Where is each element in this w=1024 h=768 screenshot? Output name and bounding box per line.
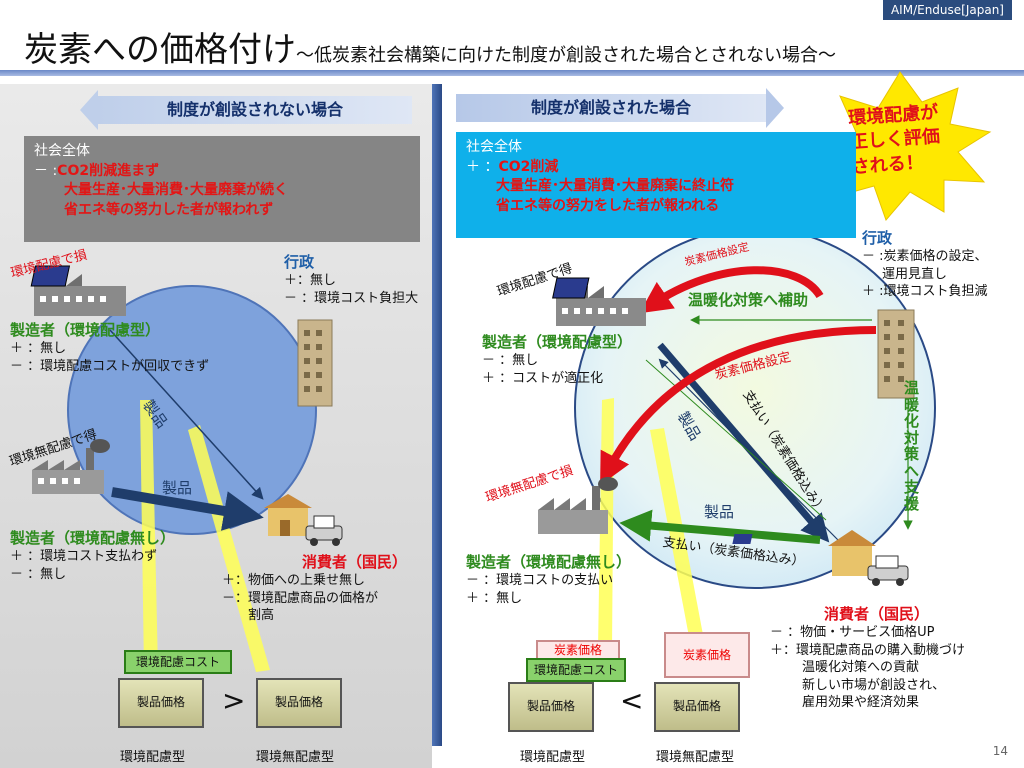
right-red-arrow-top [639,266,824,314]
right-consumer-block: 消費者（国民） － ：物価・サービス価格UP ＋：環境配慮商品の購入動機づけ 温… [770,604,965,712]
right-society-line3: 大量生産･大量消費･大量廃棄に終止符 [496,178,734,195]
right-maker-eco-line2: ＋ ：コストが適正化 [482,370,604,386]
left-circle [67,285,317,535]
left-maker-eco-block: 製造者（環境配慮型） ＋ ：無し － ：環境配慮コストが回収できず [10,320,209,375]
right-gov-line3: ＋ :環境コスト負担減 [862,284,988,300]
right-gov-building-icon [877,309,915,399]
left-gov-building-icon [297,319,333,407]
right-society-box: 社会全体 ＋ ：CO2削減 大量生産･大量消費･大量廃棄に終止符 省エネ等の努力… [456,132,856,238]
right-price-box-2: 製品価格 [654,682,740,732]
right-caption-2: 環境無配慮型 [656,750,735,765]
right-society-co2: CO2削減 [498,158,559,175]
left-product-label-2: 製品 [162,479,193,497]
title-sub: ～低炭素社会構築に向けた制度が創設された場合とされない場合～ [296,45,836,66]
left-society-prefix: － : [34,162,58,179]
left-maker-eco-line1: ＋ ：無し [10,341,67,357]
right-red-arrow-mid [600,326,877,486]
right-subsidy-label: 温暖化対策へ補助 [688,291,809,309]
right-product-label-2: 製品 [704,503,735,521]
left-maker-noeco-title: 製造者（環境配慮無し） [10,529,176,547]
left-consumer-house-icon [264,494,312,536]
right-consumer-line2: ＋：環境配慮商品の購入動機づけ [770,642,966,658]
right-society-line4: 省エネ等の努力をした者が報われる [496,197,720,214]
left-consumer-line3: 割高 [248,608,275,624]
right-carbon-small-box: 炭素価格 [536,640,620,660]
right-noeco-factory-icon [538,477,618,534]
left-price-box-2: 製品価格 [256,678,342,728]
left-consumer-block: 消費者（国民） ＋：物価への上乗せ無し －：環境配慮商品の価格が 割高 [222,552,407,625]
left-noeco-factory-icon [32,439,110,494]
left-maker-noeco-line2: － ：無し [10,566,67,582]
left-header-label: 制度が創設されない場合 [98,96,412,124]
left-consumer-title: 消費者（国民） [302,553,408,571]
right-thin-navy-arrow [658,358,839,541]
left-maker-noeco-block: 製造者（環境配慮無し） ＋ ：環境コスト支払わず － ：無し [10,528,175,583]
left-caption-2: 環境無配慮型 [256,750,335,765]
right-consumer-house-icon [732,530,876,576]
right-gov-block: 行政 － :炭素価格の設定、 運用見直し ＋ :環境コスト負担減 [862,228,988,301]
left-caption-1: 環境配慮型 [120,750,186,765]
right-carbon-big-box: 炭素価格 [664,632,750,678]
right-society-prefix: ＋ ： [466,158,499,175]
right-header-label: 制度が創設された場合 [456,94,766,122]
left-eco-factory-icon [30,265,126,316]
left-maker-noeco-line1: ＋ ：環境コスト支払わず [10,549,158,565]
right-caption-1: 環境配慮型 [520,750,586,765]
title-main: 炭素への価格付け [24,30,296,70]
left-cost-label: 環境配慮コスト [124,650,232,674]
left-society-title: 社会全体 [34,143,90,159]
right-gov-title: 行政 [862,229,893,247]
left-beam-1 [140,400,158,670]
starburst-shape [816,71,992,221]
right-beam-2 [650,428,704,642]
right-gov-line2: 運用見直し [882,266,948,282]
right-gov-support-label: 温暖化対策へ支援 [904,379,920,513]
left-society-line3: 大量生産･大量消費･大量廃棄が続く [64,182,288,199]
right-maker-noeco-block: 製造者（環境配慮無し） － ：環境コストの支払い ＋ ：無し [466,552,631,607]
slide-title: 炭素への価格付け～低炭素社会構築に向けた制度が創設された場合とされない場合～ [24,22,836,71]
right-consumer-car-icon [867,555,909,586]
right-consumer-line5: 雇用効果や経済効果 [802,695,920,711]
right-society-title: 社会全体 [466,139,522,155]
right-maker-eco-line1: － ：無し [482,353,539,369]
right-consumer-title: 消費者（国民） [824,605,930,623]
left-thin-arrow [109,329,264,500]
page-number: 14 [992,744,1008,758]
right-consumer-line4: 新しい市場が創設され、 [802,677,946,693]
right-maker-noeco-line1: － ：環境コストの支払い [466,573,614,589]
right-maker-noeco-title: 製造者（環境配慮無し） [466,553,632,571]
right-compare-symbol: < [620,684,644,717]
right-consumer-line3: 温暖化対策への貢献 [802,660,920,676]
left-gov-block: 行政 ＋：無し － ：環境コスト負担大 [284,252,418,307]
title-rule [0,70,1024,76]
left-society-line4: 省エネ等の努力した者が報われず [64,201,274,218]
right-eco-factory-icon [552,277,646,326]
right-price-box-1: 製品価格 [508,682,594,732]
left-beam-2 [188,425,270,672]
left-society-co2: CO2削減進まず [57,162,160,179]
left-thick-arrow [111,487,264,531]
left-maker-eco-title: 製造者（環境配慮型） [10,321,161,339]
right-consumer-line1: － ：物価・サービス価格UP [770,625,935,641]
left-maker-eco-line2: － ：環境配慮コストが回収できず [10,358,210,374]
right-cost-label: 環境配慮コスト [526,658,626,682]
starburst-text: 環境配慮が 正しく評価 される！ [848,101,943,180]
left-consumer-line2: －：環境配慮商品の価格が [222,590,379,606]
left-gov-title: 行政 [284,253,315,271]
left-society-box: 社会全体 － :CO2削減進まず 大量生産･大量消費･大量廃棄が続く 省エネ等の… [24,136,420,242]
right-maker-noeco-line2: ＋ ：無し [466,590,523,606]
left-compare-symbol: > [222,684,246,717]
right-maker-eco-title: 製造者（環境配慮型） [482,333,633,351]
left-gov-line2: － ：環境コスト負担大 [284,290,419,306]
source-tag: AIM/Enduse[Japan] [882,0,1012,20]
center-divider [432,84,442,746]
right-gov-line1: － :炭素価格の設定、 [862,249,988,265]
left-price-box-1: 製品価格 [118,678,204,728]
right-green-payment-arrow [619,509,821,544]
left-consumer-line1: ＋：物価への上乗せ無し [222,573,366,589]
left-gov-line1: ＋：無し [284,273,337,289]
left-consumer-car-icon [305,515,343,546]
right-maker-eco-block: 製造者（環境配慮型） － ：無し ＋ ：コストが適正化 [482,332,632,387]
